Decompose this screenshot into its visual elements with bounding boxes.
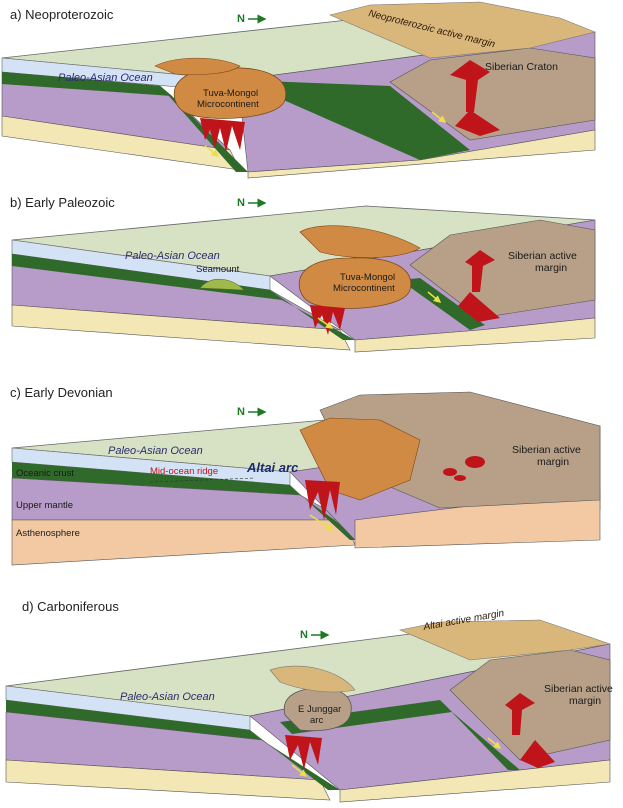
asthenosphere [11, 519, 356, 566]
panel-d: d) Carboniferous N Paleo-Asian Ocean E J… [5, 599, 613, 803]
oceanic-crust [6, 700, 262, 740]
north-label: N [237, 406, 245, 418]
slab-2 [400, 278, 485, 330]
arrow-icon [309, 514, 334, 531]
ridge-line [149, 477, 256, 483]
microcontinent-top [154, 57, 241, 76]
seamount-label: Seamount [196, 264, 240, 275]
arrow-icon [204, 145, 220, 157]
magma-icon [285, 735, 322, 770]
arrow-icon [427, 291, 442, 303]
magma-icon [200, 118, 245, 152]
panel-b: b) Early Paleozoic N Paleo-Asian Ocean S… [10, 195, 596, 353]
sand-layer-right [354, 317, 596, 353]
magma-icon [310, 305, 345, 335]
magma-icon [458, 292, 500, 322]
magma-icon [465, 456, 485, 468]
magma-icon [454, 475, 466, 481]
craton-label: Siberian Craton [485, 61, 558, 73]
microcontinent-top [299, 225, 421, 258]
panel-title: a) Neoproterozoic [10, 7, 114, 22]
magma-icon [455, 110, 500, 136]
ocean-label: Paleo-Asian Ocean [125, 250, 220, 262]
magma-icon [305, 480, 340, 520]
magma-plume-icon [465, 250, 495, 292]
panel-title: b) Early Paleozoic [10, 195, 115, 210]
ocean-label: Paleo-Asian Ocean [120, 691, 215, 703]
north-label: N [237, 13, 245, 25]
oceanic-crust [2, 72, 172, 96]
seamount-shape [199, 278, 245, 291]
layer-label-asthenosphere: Asthenosphere [16, 528, 80, 539]
layer-label-crust: Oceanic crust [16, 468, 74, 479]
margin-surface [329, 1, 596, 59]
arrow-icon [487, 737, 502, 749]
arc-label: Altai arc [246, 460, 299, 475]
margin-surface [398, 619, 611, 661]
sand-layer-right [339, 759, 611, 803]
panel-c: c) Early Devonian N Paleo-Asian Ocean Mi… [10, 385, 601, 566]
arc-block [283, 687, 352, 732]
arrow-icon [431, 111, 447, 123]
magma-plume-icon [450, 60, 490, 112]
ocean-label: Paleo-Asian Ocean [108, 445, 203, 457]
magma-icon [520, 740, 555, 768]
ocean-label: Paleo-Asian Ocean [58, 72, 153, 84]
arrow-icon [291, 764, 308, 777]
panel-title: d) Carboniferous [22, 599, 119, 614]
magma-icon [443, 468, 457, 476]
oceanic-crust [12, 462, 300, 495]
slab-2 [238, 80, 470, 160]
layer-label-mantle: Upper mantle [16, 500, 73, 511]
panel-a: a) Neoproterozoic N Paleo-Asian Ocean Tu… [1, 1, 596, 179]
sand-layer-right [247, 129, 596, 179]
arc-top [269, 665, 356, 693]
panel-title: c) Early Devonian [10, 385, 113, 400]
north-label: N [300, 629, 308, 641]
north-label: N [237, 197, 245, 209]
sand-layer [5, 759, 331, 801]
arrow-icon [317, 317, 334, 329]
sand-layer [11, 304, 351, 351]
magma-plume-icon [505, 693, 535, 735]
ridge-label: Mid-ocean ridge [150, 466, 218, 477]
